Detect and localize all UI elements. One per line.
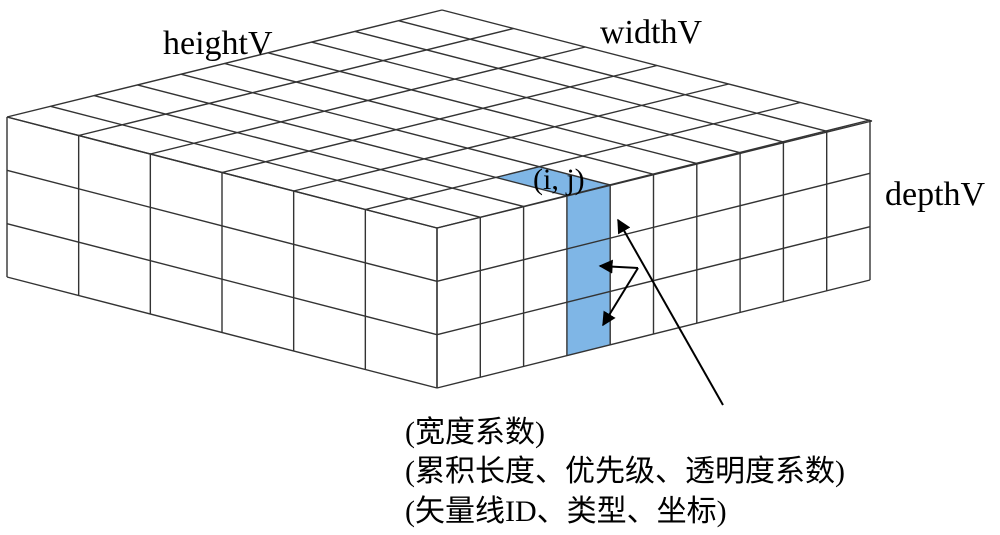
left-face-line [6, 116, 438, 229]
annotation-cumulative-length: (累积长度、优先级、透明度系数) [405, 455, 845, 488]
highlighted-cell-top [495, 166, 611, 196]
height-axis-label: heightV [163, 25, 273, 62]
left-face-line [6, 169, 438, 283]
annotation-vector-line: (矢量线ID、类型、坐标) [405, 495, 727, 528]
arrow-to-middle-layer [598, 259, 639, 274]
highlighted-column-side [566, 184, 611, 356]
top-grid-line [267, 52, 699, 165]
top-grid-line [180, 73, 612, 186]
arrow-to-top-cell [617, 218, 724, 406]
top-grid-line [224, 62, 655, 176]
left-face-line [6, 222, 438, 336]
grid-lines [6, 9, 873, 389]
cell-index-label: (i, j) [533, 163, 585, 196]
top-grid-line [50, 105, 481, 218]
top-grid-line [93, 94, 525, 208]
top-grid-line [441, 9, 873, 122]
right-face-line [436, 172, 871, 283]
right-face-line [436, 279, 871, 389]
annotation-arrows [598, 218, 724, 406]
depth-axis-label: depthV [885, 176, 986, 213]
annotation-width-coefficient: (宽度系数) [405, 416, 545, 449]
top-grid-line [398, 20, 829, 133]
width-axis-label: widthV [600, 14, 702, 51]
highlighted-column [495, 166, 611, 356]
right-face-line [436, 119, 871, 229]
top-grid-line [311, 41, 742, 154]
arrow-to-bottom-layer [602, 267, 639, 327]
left-face-line [6, 276, 438, 389]
top-grid-line [137, 84, 568, 197]
top-grid-line [354, 30, 786, 144]
